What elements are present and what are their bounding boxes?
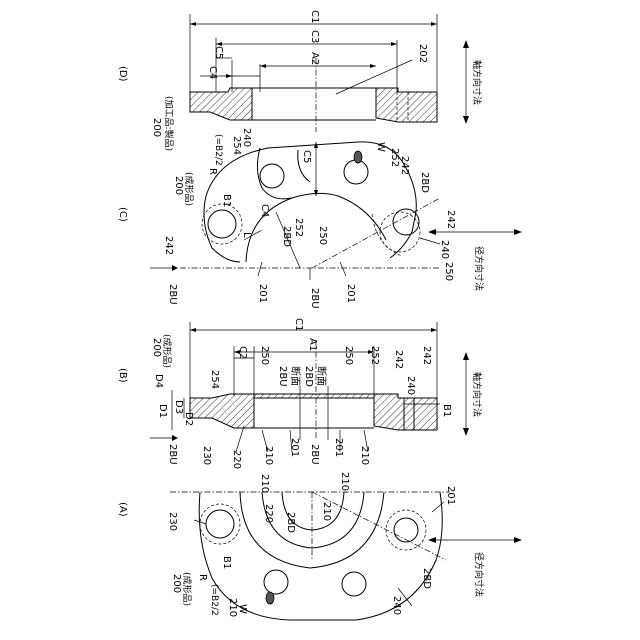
panel-label-a: (A) xyxy=(117,502,128,517)
label-250-b1: 250 xyxy=(259,346,270,365)
dim-a1: A1 xyxy=(307,338,318,351)
label-2bu-b2: 2BU xyxy=(309,444,320,465)
label-section-b2: 断面 xyxy=(315,366,328,386)
label-210-a1: 210 xyxy=(259,474,270,493)
dim-r-a: R xyxy=(197,574,208,581)
dim-c1-b: C1 xyxy=(293,318,304,331)
label-240-c1: 240 xyxy=(241,128,252,147)
dim-c5-d: C5 xyxy=(213,46,224,59)
dim-c2: C2 xyxy=(237,346,248,359)
label-molded-c: (成形品) xyxy=(183,172,195,206)
label-200-d: 200 xyxy=(151,118,162,137)
label-201-a: 201 xyxy=(445,486,456,505)
label-200-b: 200 xyxy=(151,338,162,357)
label-254-b: 254 xyxy=(209,370,220,389)
dim-b1-c: B1 xyxy=(221,194,232,207)
label-210-a2: 210 xyxy=(339,472,350,491)
label-250-c2: 250 xyxy=(443,262,454,281)
dim-d2: D2 xyxy=(183,412,194,426)
label-2bd-c2: 2BD xyxy=(419,172,430,193)
label-200-c: 200 xyxy=(173,176,184,195)
dim-c3-d: C3 xyxy=(309,30,320,43)
label-252-c1: 252 xyxy=(293,218,304,237)
label-250-c1: 250 xyxy=(317,226,328,245)
label-242-c2: 242 xyxy=(399,156,410,175)
label-section-b1: 断面 xyxy=(289,366,302,386)
dim-d3: D3 xyxy=(173,400,184,414)
label-axial-b: 軸方向寸法 xyxy=(471,372,483,417)
panel-c-plan xyxy=(150,142,522,280)
label-252-b: 252 xyxy=(369,346,380,365)
dim-a2-d: A2 xyxy=(309,52,320,65)
dim-c4-c: C4 xyxy=(259,204,270,217)
label-210-a3: 210 xyxy=(321,502,332,521)
dim-b2-a: (=B2/2 xyxy=(209,584,219,616)
dim-c1-d: C1 xyxy=(309,10,320,23)
label-radial-a: 径方向寸法 xyxy=(473,552,485,597)
dim-b2-c: (=B2/2 xyxy=(213,134,223,166)
dim-l-c: L xyxy=(241,232,252,238)
dim-c5-c: C5 xyxy=(301,150,312,163)
label-201-c1: 201 xyxy=(257,284,268,303)
dim-w-a: W xyxy=(237,604,248,614)
label-242-b2: 242 xyxy=(421,346,432,365)
label-2bd-a2: 2BD xyxy=(421,568,432,589)
label-radial-c: 径方向寸法 xyxy=(473,246,485,291)
label-210-b2: 210 xyxy=(359,446,370,465)
panel-d-section xyxy=(190,14,469,132)
label-2bu-b-top: 2BU xyxy=(277,366,288,387)
dim-b1-a: B1 xyxy=(221,556,232,569)
label-250-b2: 250 xyxy=(343,346,354,365)
label-molded-a: (成形品) xyxy=(181,572,193,606)
label-axial-d: 軸方向寸法 xyxy=(471,60,483,105)
label-2bu-c1: 2BU xyxy=(167,284,178,305)
dim-b1-b: B1 xyxy=(441,404,452,417)
label-2bd-c1: 2BD xyxy=(281,226,292,247)
label-2bu-c2: 2BU xyxy=(309,288,320,309)
label-201-b2: 201 xyxy=(333,438,344,457)
label-machined: (加工品:製品) xyxy=(163,96,175,151)
label-230-b: 230 xyxy=(201,446,212,465)
label-210-a4: 210 xyxy=(227,598,238,617)
label-210-b1: 210 xyxy=(263,446,274,465)
label-240-b: 240 xyxy=(405,376,416,395)
label-242-b1: 242 xyxy=(393,350,404,369)
dim-d4: D4 xyxy=(153,374,164,388)
label-242-c1: 242 xyxy=(163,236,174,255)
label-201-b1: 201 xyxy=(289,438,300,457)
panel-label-b: (B) xyxy=(117,368,128,383)
label-202: 202 xyxy=(417,44,428,63)
label-254-c: 254 xyxy=(231,136,242,155)
label-220-a: 220 xyxy=(263,504,274,523)
dim-r-c: R xyxy=(207,168,218,175)
label-2bu-b1: 2BU xyxy=(167,444,178,465)
label-200-a: 200 xyxy=(171,574,182,593)
label-2bd-b-top: 2BD xyxy=(303,366,314,387)
panel-label-c: (C) xyxy=(117,207,128,222)
label-242-c3: 242 xyxy=(445,210,456,229)
label-220-b: 220 xyxy=(231,450,242,469)
dim-d1: D1 xyxy=(157,404,168,418)
label-252-c2: 252 xyxy=(389,148,400,167)
label-2bd-a1: 2BD xyxy=(285,512,296,533)
label-230-a: 230 xyxy=(167,512,178,531)
panel-label-d: (D) xyxy=(117,66,128,82)
label-240-c2: 240 xyxy=(439,240,450,259)
dim-w-c: W xyxy=(375,142,386,152)
label-240-a: 240 xyxy=(391,596,402,615)
label-201-c2: 201 xyxy=(345,284,356,303)
dim-c4-d: C4 xyxy=(207,66,218,79)
label-molded-b: (成形品) xyxy=(161,334,173,368)
